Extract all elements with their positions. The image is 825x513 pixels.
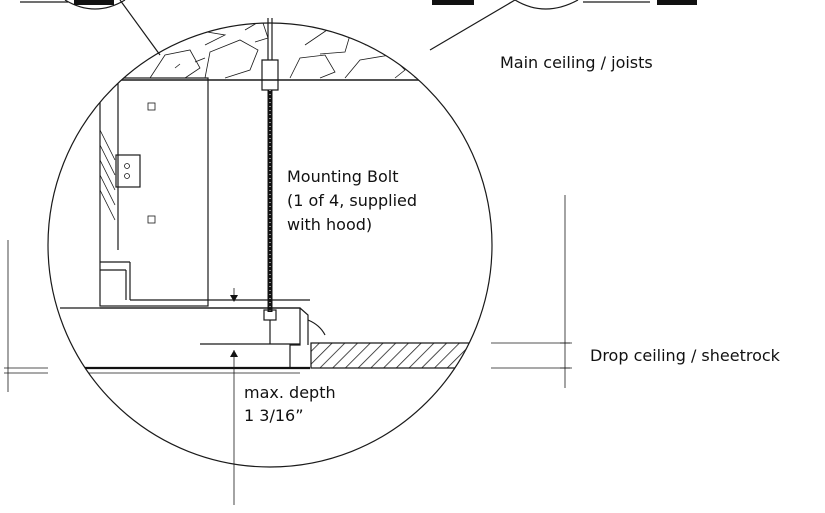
detail-circle	[47, 22, 493, 468]
mounting-bolt	[261, 18, 279, 344]
depth-dimension	[225, 288, 238, 505]
label-depth-line1: max. depth	[244, 383, 336, 402]
sheetrock-hatch	[310, 342, 492, 369]
callout-bubble-left	[20, 0, 161, 56]
label-depth-line2: 1 3/16”	[244, 406, 303, 425]
ceiling-texture	[48, 23, 492, 81]
label-drop-ceiling: Drop ceiling / sheetrock	[590, 346, 781, 365]
mounting-flange	[60, 307, 326, 368]
label-main-ceiling: Main ceiling / joists	[500, 53, 653, 72]
label-bolt-line3: with hood)	[287, 215, 372, 234]
label-bolt-line1: Mounting Bolt	[287, 167, 398, 186]
label-bolt-line2: (1 of 4, supplied	[287, 191, 417, 210]
detail-contents	[48, 23, 492, 374]
dimension-lines-left	[4, 240, 48, 392]
callout-bubble-right	[429, 0, 697, 51]
dimension-lines-right	[491, 195, 572, 388]
hood-body	[99, 77, 310, 309]
